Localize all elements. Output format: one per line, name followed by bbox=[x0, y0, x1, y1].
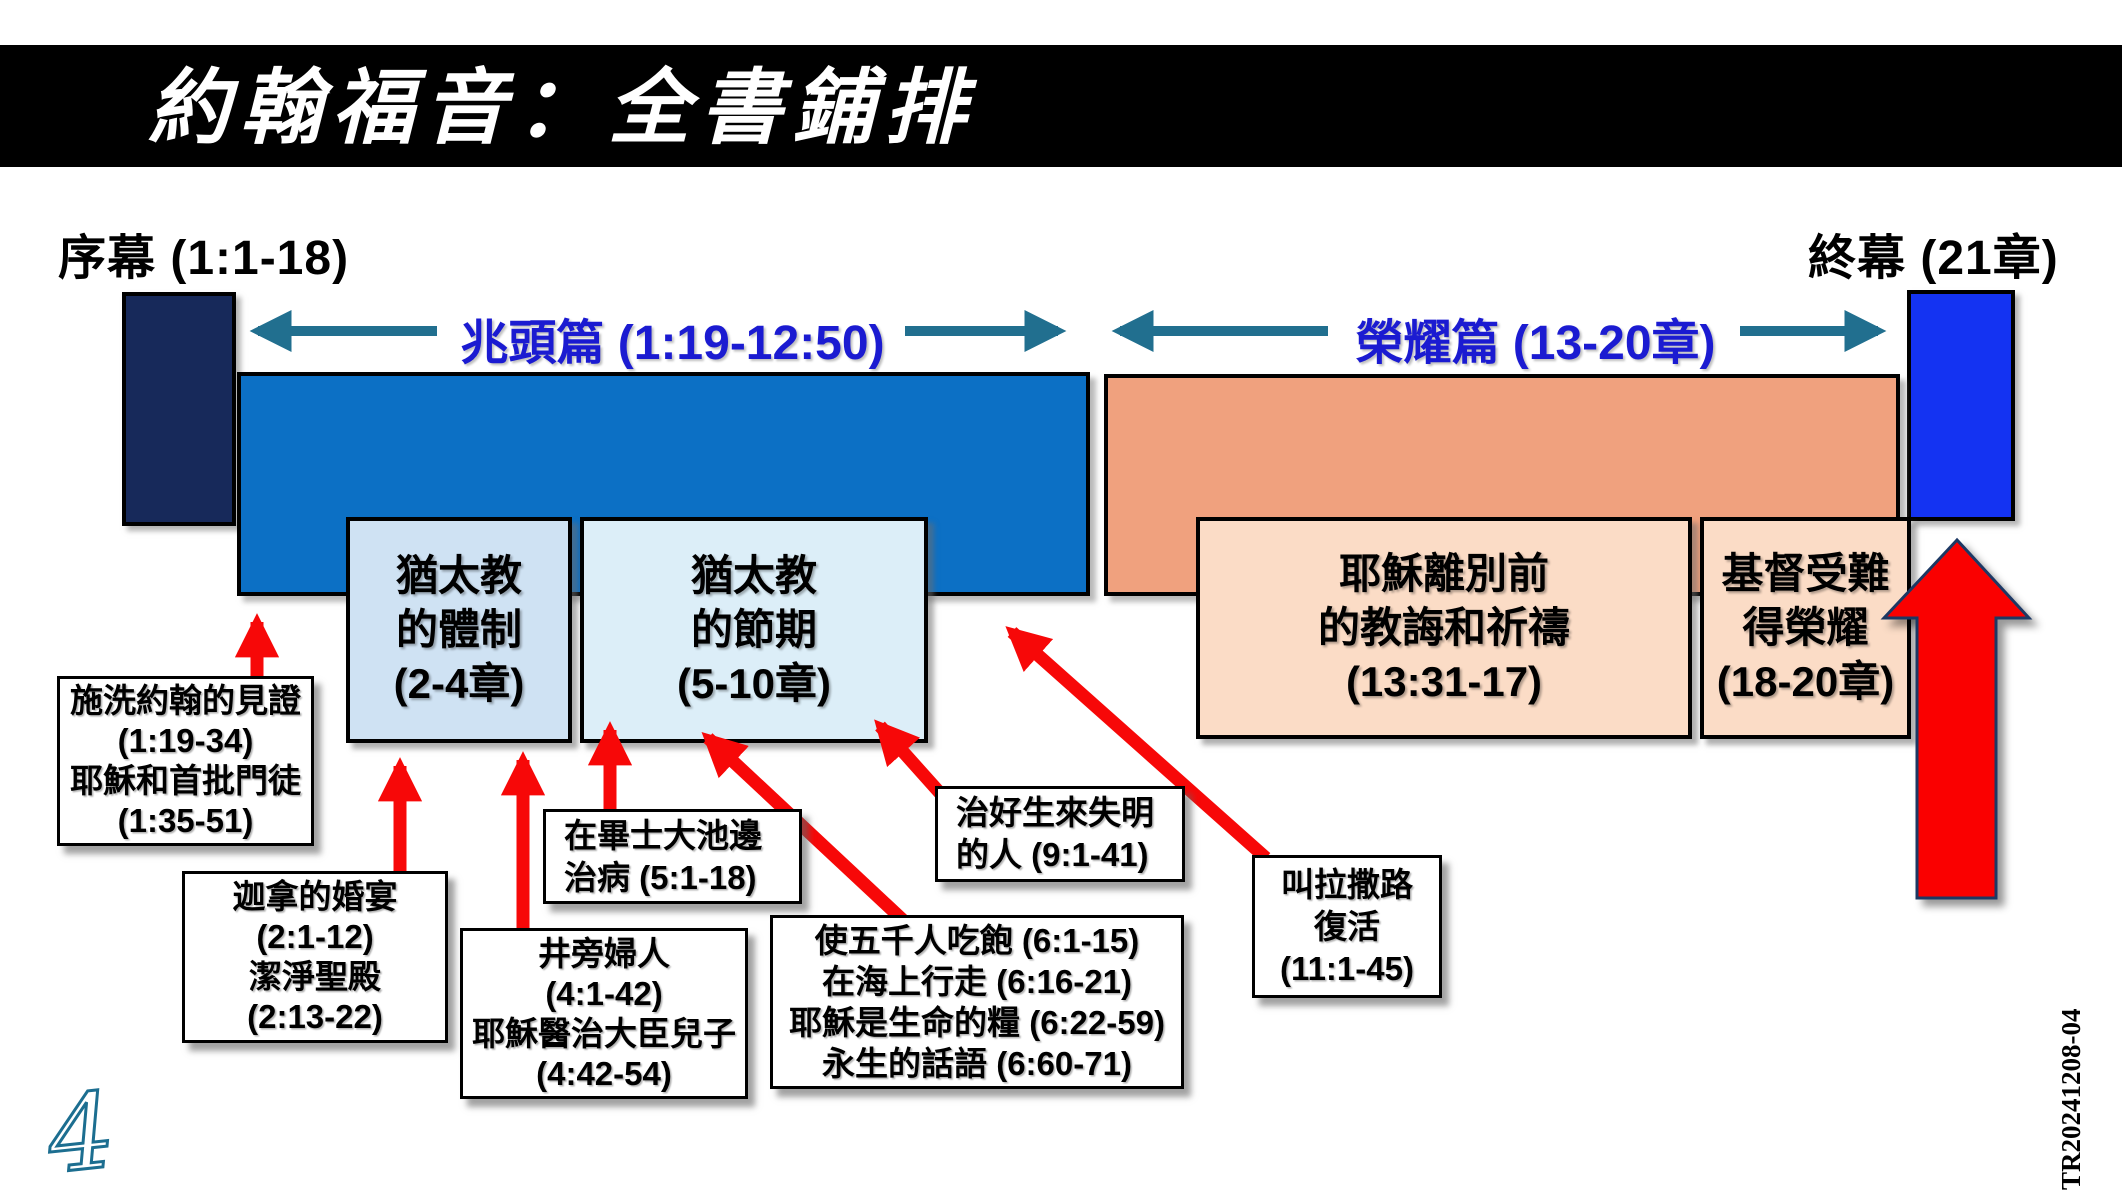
period-box-line: 基督受難 bbox=[1721, 550, 1890, 597]
callout-feeding-5000: 使五千人吃飽 (6:1-15) 在海上行走 (6:16-21) 耶穌是生命的糧 … bbox=[770, 915, 1184, 1089]
period-box-line: 的教誨和祈禱 bbox=[1317, 604, 1570, 651]
callout-line: 耶穌是生命的糧 (6:22-59) bbox=[789, 1004, 1165, 1041]
callout-line: 耶穌和首批門徒 bbox=[70, 762, 301, 799]
callout-line: (4:1-42) bbox=[545, 974, 663, 1012]
callout-bethesda: 在畢士大池邊 治病 (5:1-18) bbox=[543, 809, 802, 904]
farewell-box: 耶穌離別前 的教誨和祈禱 (13:31-17) bbox=[1196, 517, 1692, 739]
period-box-line: (5-10章) bbox=[676, 660, 832, 707]
callout-line: 治好生來失明 bbox=[956, 794, 1154, 831]
callout-line: 在畢士大池邊 bbox=[564, 816, 762, 854]
callout-line: 使五千人吃飽 (6:1-15) bbox=[814, 922, 1140, 959]
callout-line: 的人 (9:1-41) bbox=[956, 836, 1149, 873]
callout-line: (4:42-54) bbox=[536, 1054, 672, 1092]
callout-line: 迦拿的婚宴 bbox=[232, 878, 398, 915]
epilogue-box bbox=[1907, 290, 2015, 521]
judaism-system-box: 猶太教 的體制 (2-4章) bbox=[346, 517, 572, 743]
callout-line: 在海上行走 (6:16-21) bbox=[822, 963, 1132, 1000]
callout-cana-wedding: 迦拿的婚宴 (2:1-12) 潔淨聖殿 (2:13-22) bbox=[182, 871, 448, 1043]
page-number: 4 bbox=[40, 1067, 122, 1194]
period-box-line: 得榮耀 bbox=[1742, 604, 1869, 651]
period-box-line: 猶太教 bbox=[395, 552, 522, 599]
title-bar bbox=[0, 45, 2122, 167]
prologue-label: 序幕 (1:1-18) bbox=[58, 232, 350, 285]
callout-blind-man: 治好生來失明 的人 (9:1-41) bbox=[935, 786, 1185, 882]
judaism-festivals-box: 猶太教 的節期 (5-10章) bbox=[580, 517, 928, 743]
glory-section-label: 榮耀篇 (13-20章) bbox=[1355, 317, 1716, 370]
signs-section-label: 兆頭篇 (1:19-12:50) bbox=[460, 317, 885, 370]
callout-lazarus: 叫拉撒路 復活 (11:1-45) bbox=[1252, 855, 1442, 998]
callout-line: (2:13-22) bbox=[247, 998, 383, 1035]
callout-john-witness: 施洗約翰的見證 (1:19-34) 耶穌和首批門徒 (1:35-51) bbox=[57, 676, 314, 846]
callout-line: 復活 bbox=[1314, 907, 1380, 945]
period-box-line: (2-4章) bbox=[393, 660, 525, 707]
period-box-line: 的節期 bbox=[690, 606, 817, 653]
passion-box: 基督受難 得榮耀 (18-20章) bbox=[1700, 517, 1911, 739]
period-box-line: (18-20章) bbox=[1716, 658, 1895, 705]
callout-line: (11:1-45) bbox=[1280, 949, 1414, 987]
period-box-line: 耶穌離別前 bbox=[1338, 550, 1549, 597]
prologue-box bbox=[122, 292, 236, 526]
callout-line: (1:19-34) bbox=[117, 722, 254, 759]
callout-line: 潔淨聖殿 bbox=[249, 958, 381, 995]
callout-samaritan-woman: 井旁婦人 (4:1-42) 耶穌醫治大臣兒子 (4:42-54) bbox=[460, 928, 748, 1099]
epilogue-label: 終幕 (21章) bbox=[1808, 232, 2059, 285]
callout-line: 耶穌醫治大臣兒子 bbox=[472, 1014, 736, 1052]
slide-title: 約翰福音：全書鋪排 bbox=[148, 60, 976, 156]
callout-line: 井旁婦人 bbox=[538, 934, 670, 972]
period-box-line: 猶太教 bbox=[690, 552, 817, 599]
callout-line: (1:35-51) bbox=[117, 802, 254, 839]
callout-line: 施洗約翰的見證 bbox=[70, 682, 301, 719]
callout-line: (2:1-12) bbox=[256, 918, 374, 955]
callout-line: 叫拉撒路 bbox=[1281, 865, 1413, 903]
callout-line: 永生的話語 (6:60-71) bbox=[822, 1045, 1132, 1082]
period-box-line: 的體制 bbox=[395, 606, 522, 653]
callout-line: 治病 (5:1-18) bbox=[564, 858, 757, 896]
reference-code: TR20241208-04 bbox=[2056, 1008, 2086, 1191]
period-box-line: (13:31-17) bbox=[1345, 658, 1543, 705]
